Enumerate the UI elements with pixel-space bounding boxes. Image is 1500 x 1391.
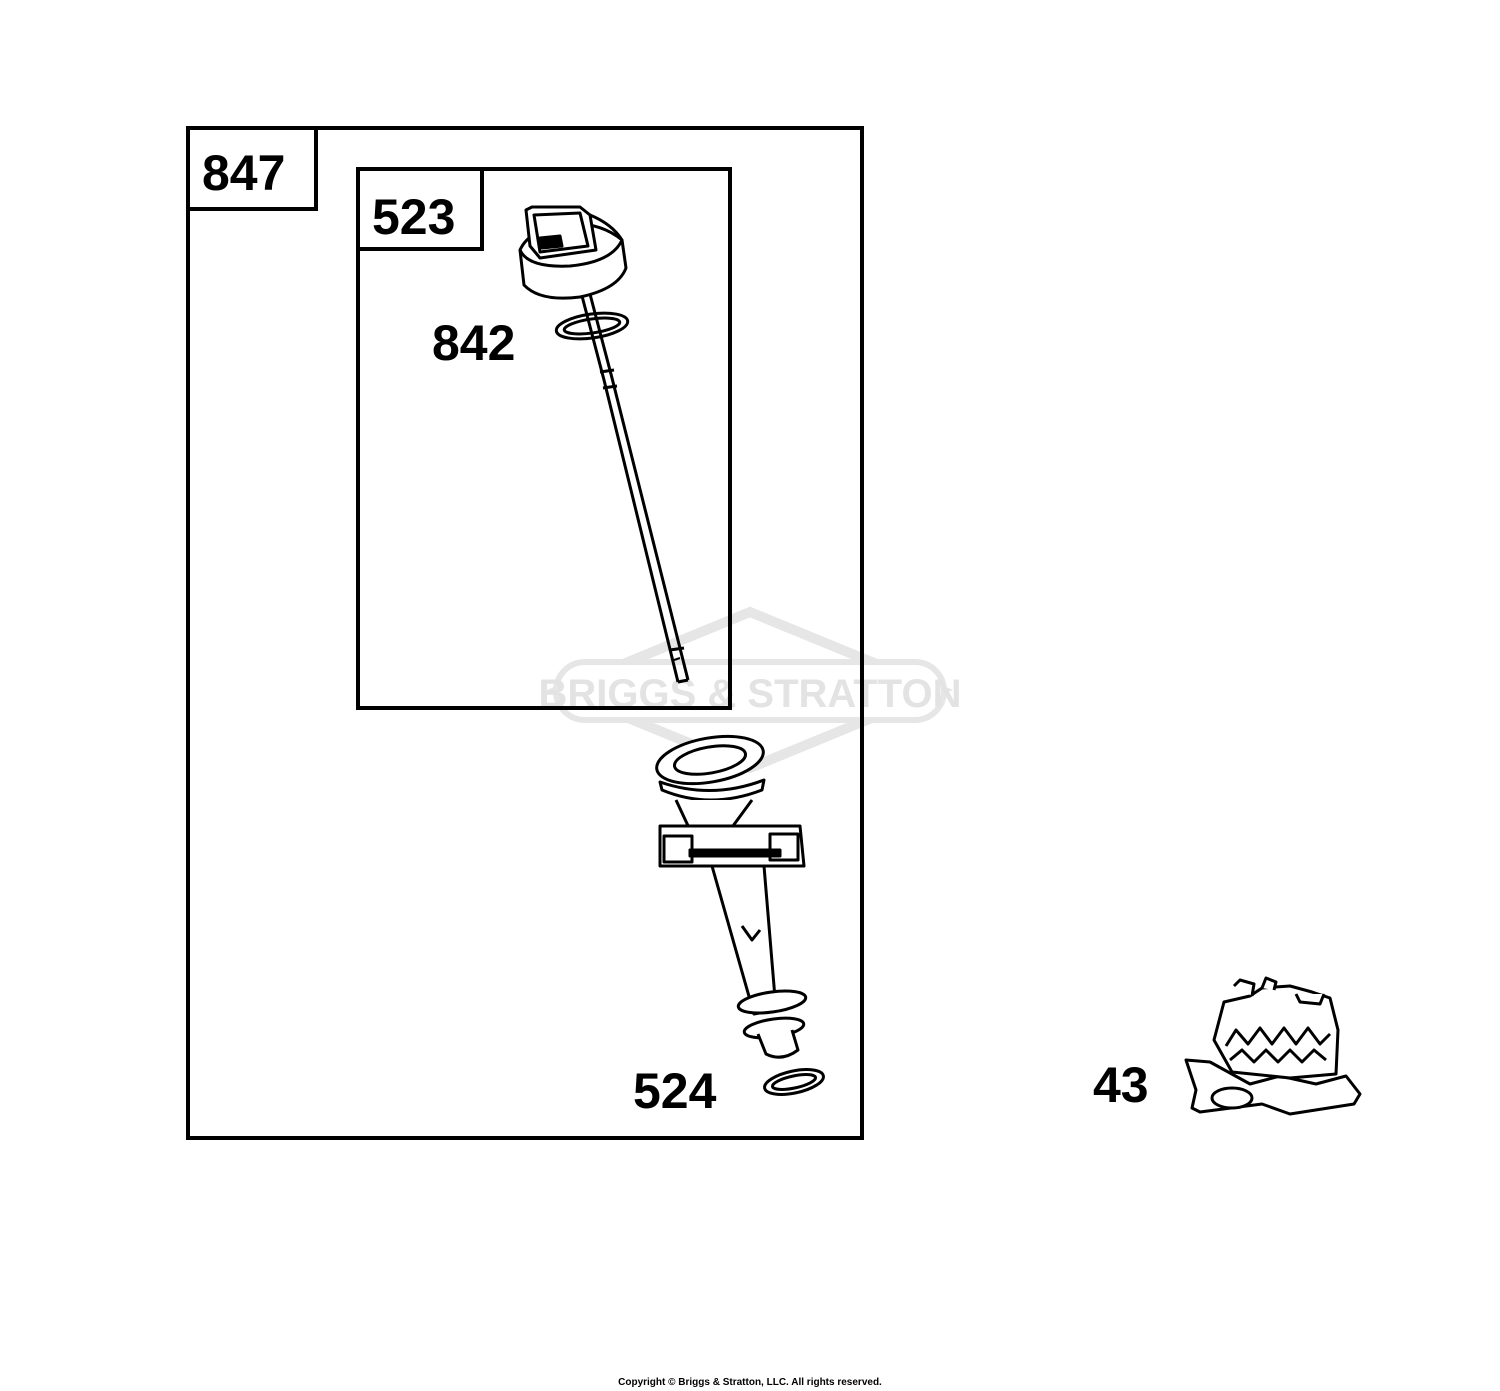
kit-label-523: 523 [372,189,456,245]
kit-box-847 [186,126,864,1140]
tube-o-ring-icon [763,1068,825,1096]
callout-43: 43 [1093,1057,1149,1113]
callout-842: 842 [432,315,516,371]
callout-524: 524 [633,1063,717,1119]
kit-box-523 [356,167,732,710]
dipstick-rod-icon [580,293,690,684]
dipstick-cap-icon [518,205,628,300]
dipstick-tube-icon [655,734,808,1059]
governor-assembly-icon [1184,976,1362,1116]
watermark-logo: BRIGGS & STRATTON [539,606,961,774]
kit-label-847: 847 [202,145,286,201]
copyright-notice: Copyright © Briggs & Stratton, LLC. All … [618,1377,882,1388]
